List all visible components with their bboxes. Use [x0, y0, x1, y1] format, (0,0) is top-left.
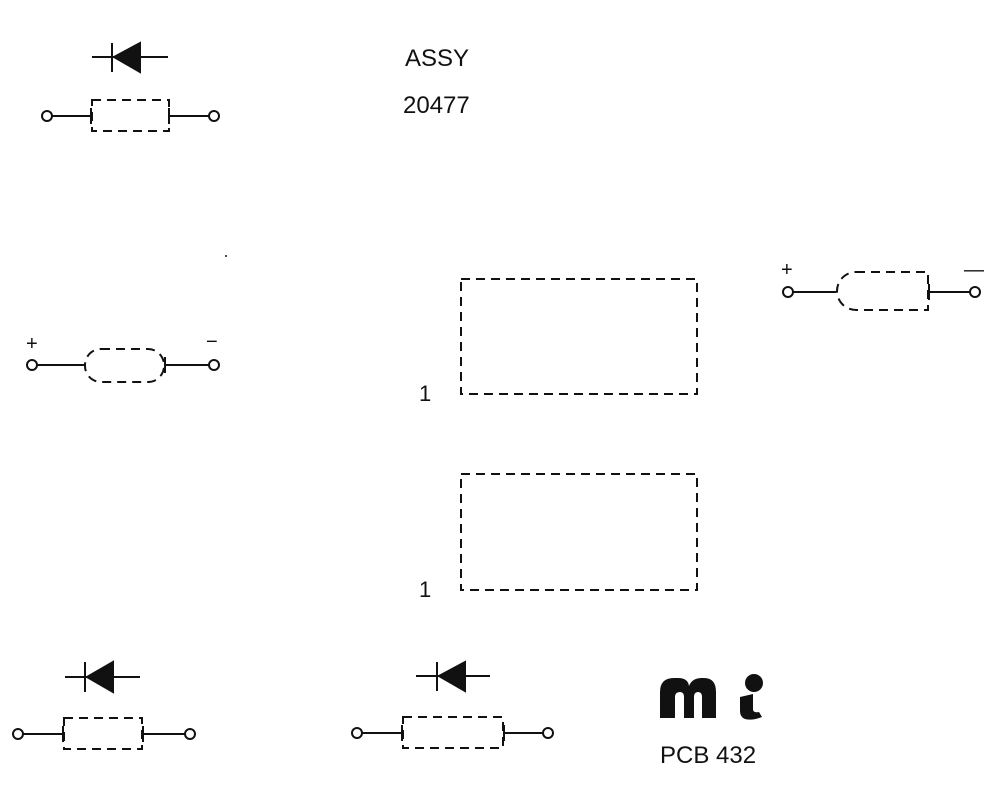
diode-symbol-icon: [65, 660, 140, 694]
capacitor-right: + —: [781, 259, 984, 311]
capacitor-left-minus: −: [206, 331, 218, 353]
capacitor-left: + −: [26, 331, 220, 383]
capacitor-right-plus: +: [781, 259, 793, 281]
ic-footprint-lower: 1: [419, 473, 698, 602]
ic-footprint-upper: 1: [419, 278, 698, 406]
board-id: PCB 432: [660, 742, 756, 769]
diode-outline: [41, 99, 220, 132]
diode-symbol-icon: [416, 660, 490, 693]
capacitor-right-minus: —: [964, 259, 984, 281]
mi-logo: [660, 674, 763, 720]
diode-symbol-icon: [92, 41, 168, 74]
assembly-label: ASSY: [405, 45, 469, 72]
diode-bottom-middle: [351, 660, 554, 749]
capacitor-left-plus: +: [26, 333, 38, 355]
diode-outline: [12, 717, 196, 750]
assembly-number: 20477: [403, 92, 470, 119]
ic-lower-pin1-label: 1: [419, 577, 431, 602]
diode-outline: [351, 716, 554, 749]
diode-top-left: [41, 41, 220, 132]
stray-mark: [225, 255, 227, 257]
ic-upper-pin1-label: 1: [419, 381, 431, 406]
diode-bottom-left: [12, 660, 196, 750]
